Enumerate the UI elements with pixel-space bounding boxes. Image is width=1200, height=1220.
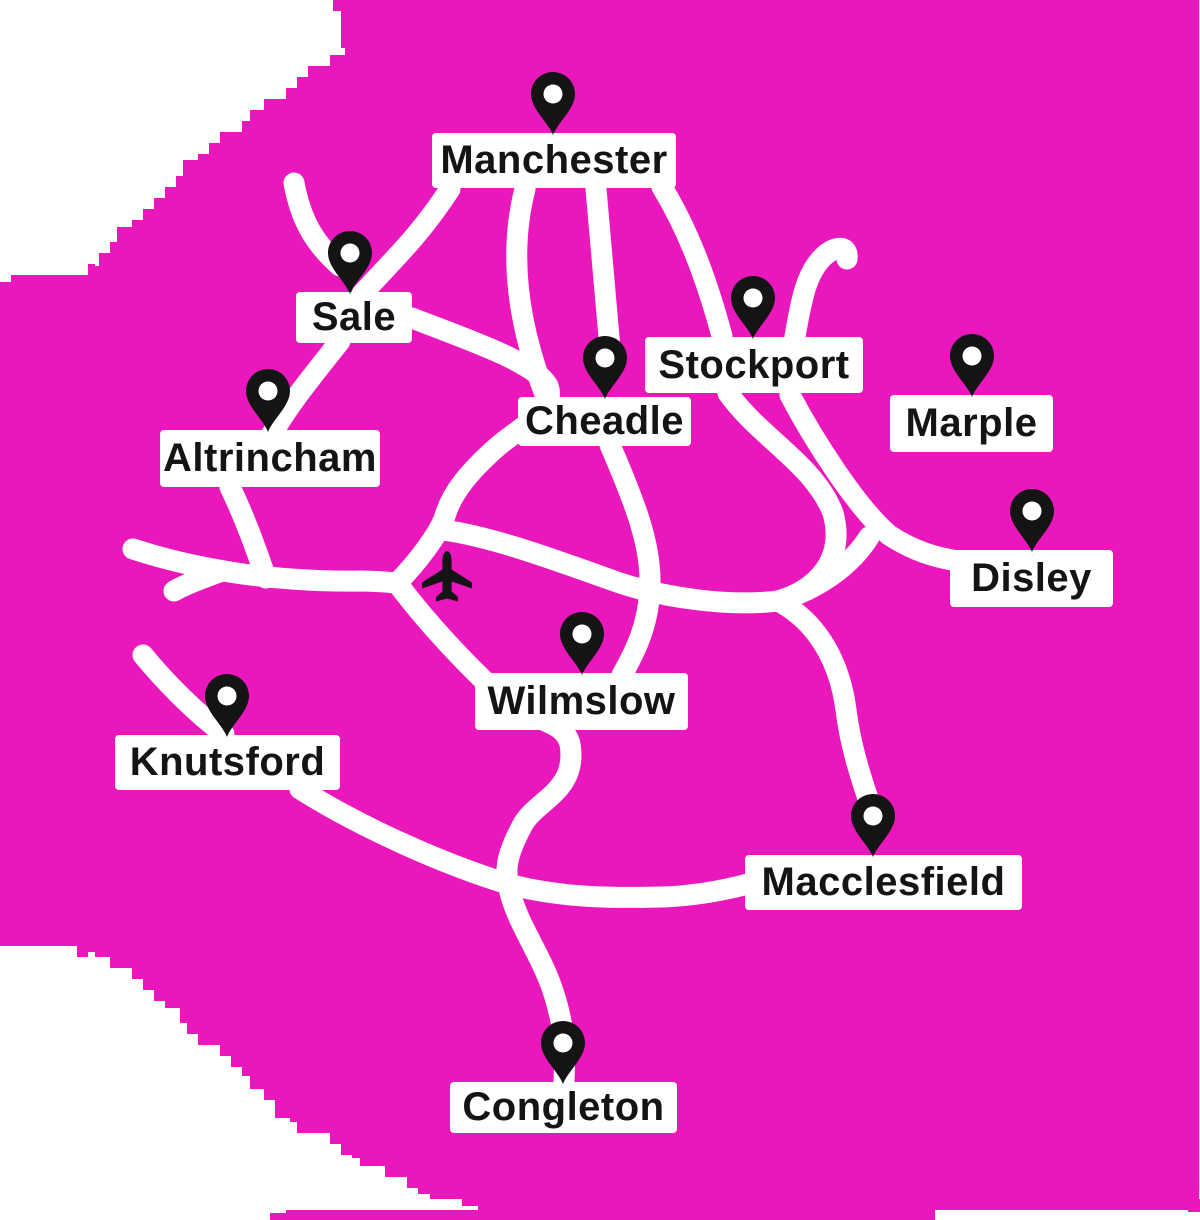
location-name: Disley [971,556,1092,600]
location-label-stockport: Stockport [645,337,863,393]
location-label-knutsford: Knutsford [115,735,340,790]
location-label-cheadle: Cheadle [518,397,691,446]
location-name: Knutsford [129,740,326,784]
location-label-marple: Marple [890,395,1053,452]
road-cheadle-wilmslow [599,434,661,686]
location-label-congleton: Congleton [450,1082,677,1133]
road-manchester-stockport [651,176,733,347]
location-name: Macclesfield [761,860,1006,904]
road-macclesfield-road [767,590,885,829]
location-name: Altrincham [163,436,377,480]
location-name: Manchester [440,138,668,182]
airplane-icon [422,551,472,602]
road-airport-east-loop [432,519,789,614]
road-manchester-sale [351,178,461,305]
road-west-spur [163,560,233,602]
location-name: Marple [905,401,1038,445]
road-manchester-cheadle-w [506,178,557,408]
road-knutsford-macclesfield [289,778,759,908]
location-name: Cheadle [524,399,685,443]
location-name: Sale [311,295,397,339]
location-label-macclesfield: Macclesfield [745,855,1022,910]
road-stockport-hook [784,237,858,347]
location-label-wilmslow: Wilmslow [475,673,688,730]
location-name: Congleton [462,1085,665,1129]
road-west-road [122,538,408,594]
location-name: Stockport [658,342,850,387]
location-label-disley: Disley [950,550,1113,607]
location-name: Wilmslow [487,679,676,723]
location-label-sale: Sale [296,292,412,343]
location-label-manchester: Manchester [432,133,676,188]
location-label-altrincham: Altrincham [160,430,380,487]
road-stockport-disley [779,384,963,571]
